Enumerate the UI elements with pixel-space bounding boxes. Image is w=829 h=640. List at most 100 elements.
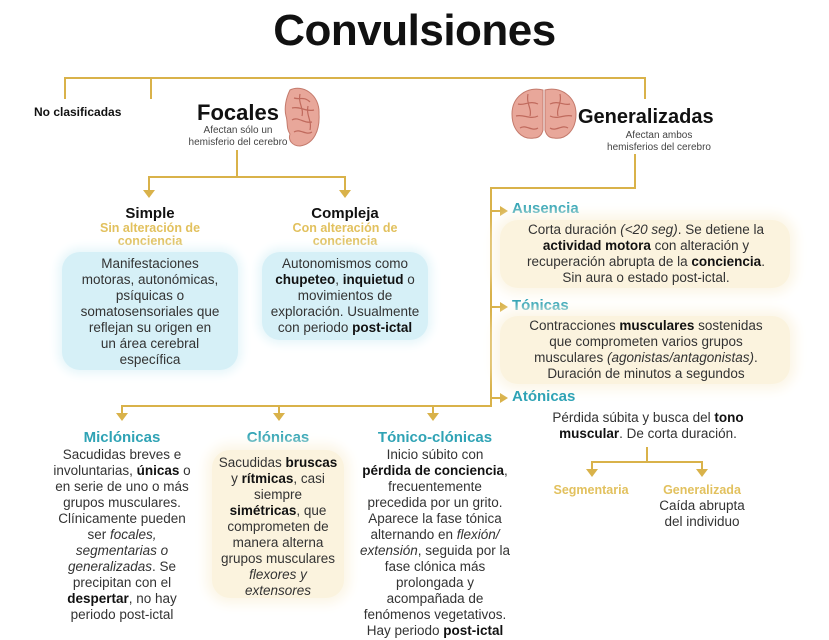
mioclonicas-title: Miclónicas xyxy=(83,429,161,446)
generalizada-line-2: del individuo xyxy=(664,514,740,529)
clonicas-line-4: simétricas, que xyxy=(229,503,327,518)
focales-subtitle-2: hemisferio del cerebro xyxy=(188,137,288,148)
compleja-qualifier-2: conciencia xyxy=(312,234,378,248)
atonicas-line-1: Pérdida súbita y busca del tono xyxy=(552,410,744,425)
arrow-down-generalizada xyxy=(696,469,708,477)
connector-tonicas xyxy=(490,306,500,308)
connector-drop-no-clasificadas xyxy=(64,77,66,99)
tonico-clonicas-line-4: precedida por un grito. xyxy=(367,495,503,510)
arrow-right-tonicas xyxy=(500,302,508,312)
mioclonicas-line-3: en serie de uno o más xyxy=(55,479,189,494)
mioclonicas-line-9: precipitan con el xyxy=(72,575,172,590)
clonicas-line-1: Sacudidas bruscas xyxy=(218,455,338,470)
clonicas-line-9: extensores xyxy=(244,583,312,598)
tonico-clonicas-line-6: alternando en flexión/ xyxy=(370,527,500,542)
mioclonicas-line-5: Clínicamente pueden xyxy=(58,511,186,526)
generalizada-label: Generalizada xyxy=(663,483,741,497)
connector-generalizada-drop xyxy=(701,461,703,469)
arrow-down-simple xyxy=(143,190,155,198)
compleja-line-1: Autonomismos como xyxy=(281,256,409,271)
clonicas-line-3: siempre xyxy=(253,487,302,502)
compleja-line-3: movimientos de xyxy=(297,288,393,303)
mioclonicas-description: Sacudidas breves e involuntarias, únicas… xyxy=(48,447,196,623)
mioclonicas-line-6: ser focales, xyxy=(87,527,157,542)
diagram-title: Convulsiones xyxy=(273,6,556,55)
simple-line-7: específica xyxy=(119,352,181,367)
simple-description: Manifestaciones motoras, autonómicas, ps… xyxy=(62,256,238,368)
mioclonicas-line-2: involuntarias, únicas o xyxy=(53,463,191,478)
simple-line-1: Manifestaciones xyxy=(101,256,199,271)
ausencia-description-box xyxy=(500,220,790,288)
tonicas-line-2: que comprometen varios grupos xyxy=(549,334,743,349)
ausencia-line-3: recuperación abrupta de la conciencia. xyxy=(527,254,765,269)
clonicas-line-8: flexores y xyxy=(249,567,307,582)
mioclonicas-line-8: generalizadas. Se xyxy=(67,559,177,574)
connector-mioclonicas-drop xyxy=(121,405,123,413)
arrow-down-segmentaria xyxy=(586,469,598,477)
generalizada-line-1: Caída abrupta xyxy=(659,498,745,513)
simple-line-3: psíquicas o xyxy=(115,288,185,303)
ausencia-line-4: Sin aura o estado post-ictal. xyxy=(562,270,730,285)
clonicas-line-6: manera alterna xyxy=(232,535,324,550)
compleja-title: Compleja xyxy=(311,205,379,222)
tonico-clonicas-line-8: fase clónica más xyxy=(384,559,486,574)
tonico-clonicas-line-9: prolongada y xyxy=(395,575,475,590)
ausencia-description: Corta duración (<20 seg). Se detiene la … xyxy=(498,222,794,286)
simple-line-4: somatosensoriales que xyxy=(80,304,220,319)
atonicas-description: Pérdida súbita y busca del tono muscular… xyxy=(498,410,798,442)
tonico-clonicas-line-12: Hay periodo post-ictal xyxy=(366,623,504,638)
tonico-clonicas-line-11: fenómenos vegetativos. xyxy=(363,607,507,622)
tonico-clonicas-line-2: pérdida de conciencia, xyxy=(362,463,508,478)
label-no-clasificadas: No clasificadas xyxy=(34,105,122,119)
tonico-clonicas-title: Tónico-clónicas xyxy=(377,429,493,446)
clonicas-description: Sacudidas bruscas y rítmicas, casi siemp… xyxy=(206,455,350,599)
mioclonicas-line-4: grupos musculares. xyxy=(63,495,181,510)
tonicas-line-4: Duración de minutos a segundos xyxy=(547,366,745,381)
tonico-clonicas-description: Inicio súbito con pérdida de conciencia,… xyxy=(352,447,518,639)
simple-qualifier-1: Sin alteración de xyxy=(99,221,201,235)
focales-subtitle-1: Afectan sólo un xyxy=(203,125,273,136)
ausencia-line-1: Corta duración (<20 seg). Se detiene la xyxy=(527,222,765,237)
connector-focales-down xyxy=(236,150,238,177)
generalizadas-subtitle-1: Afectan ambos xyxy=(625,130,693,141)
atonicas-title: Atónicas xyxy=(512,388,576,405)
clonicas-line-7: grupos musculares xyxy=(220,551,336,566)
focales-title: Focales xyxy=(197,100,279,125)
arrow-right-ausencia xyxy=(500,206,508,216)
ausencia-title: Ausencia xyxy=(512,200,579,217)
clonicas-title: Clónicas xyxy=(246,429,310,446)
connector-clonicas-drop xyxy=(278,405,280,413)
connector-tonico-clonicas-drop xyxy=(432,405,434,413)
connector-focales-split xyxy=(148,176,346,178)
tonicas-description: Contracciones musculares sostenidas que … xyxy=(498,318,794,382)
tonicas-line-1: Contracciones musculares sostenidas xyxy=(529,318,763,333)
ausencia-line-2: actividad motora con alteración y xyxy=(542,238,750,253)
connector-ausencia xyxy=(490,210,500,212)
generalizada-description: Caída abrupta del individuo xyxy=(652,498,752,530)
arrow-down-tonico-clonicas xyxy=(427,413,439,421)
clonicas-line-5: comprometen de xyxy=(227,519,329,534)
arrow-down-mioclonicas xyxy=(116,413,128,421)
tonicas-line-3: musculares (agonistas/antagonistas). xyxy=(534,350,758,365)
tonico-clonicas-line-3: frecuentemente xyxy=(388,479,482,494)
compleja-qualifier-1: Con alteración de xyxy=(292,221,398,235)
brain-full-icon xyxy=(511,88,577,139)
tonico-clonicas-line-10: acompañada de xyxy=(386,591,484,606)
tonico-clonicas-line-7: extensión, seguida por la xyxy=(359,543,511,558)
connector-segmentaria-drop xyxy=(591,461,593,469)
connector-atonicas-down xyxy=(646,447,648,461)
clonicas-description-box xyxy=(212,450,344,598)
simple-line-6: un área cerebral xyxy=(100,336,200,351)
connector-drop-generalizadas xyxy=(644,77,646,99)
connector-generalizadas-down xyxy=(634,154,636,188)
connector-atonicas xyxy=(490,397,500,399)
connector-compleja-drop xyxy=(344,176,346,190)
simple-line-2: motoras, autonómicas, xyxy=(81,272,219,287)
simple-qualifier-2: conciencia xyxy=(117,234,183,248)
mioclonicas-line-10: despertar, no hay xyxy=(67,591,177,606)
mioclonicas-line-7: segmentarias o xyxy=(75,543,169,558)
atonicas-line-2: muscular. De corta duración. xyxy=(559,426,737,441)
compleja-line-2: chupeteo, inquietud o xyxy=(275,272,415,287)
simple-title: Simple xyxy=(125,205,175,222)
segmentaria-label: Segmentaria xyxy=(553,483,629,497)
